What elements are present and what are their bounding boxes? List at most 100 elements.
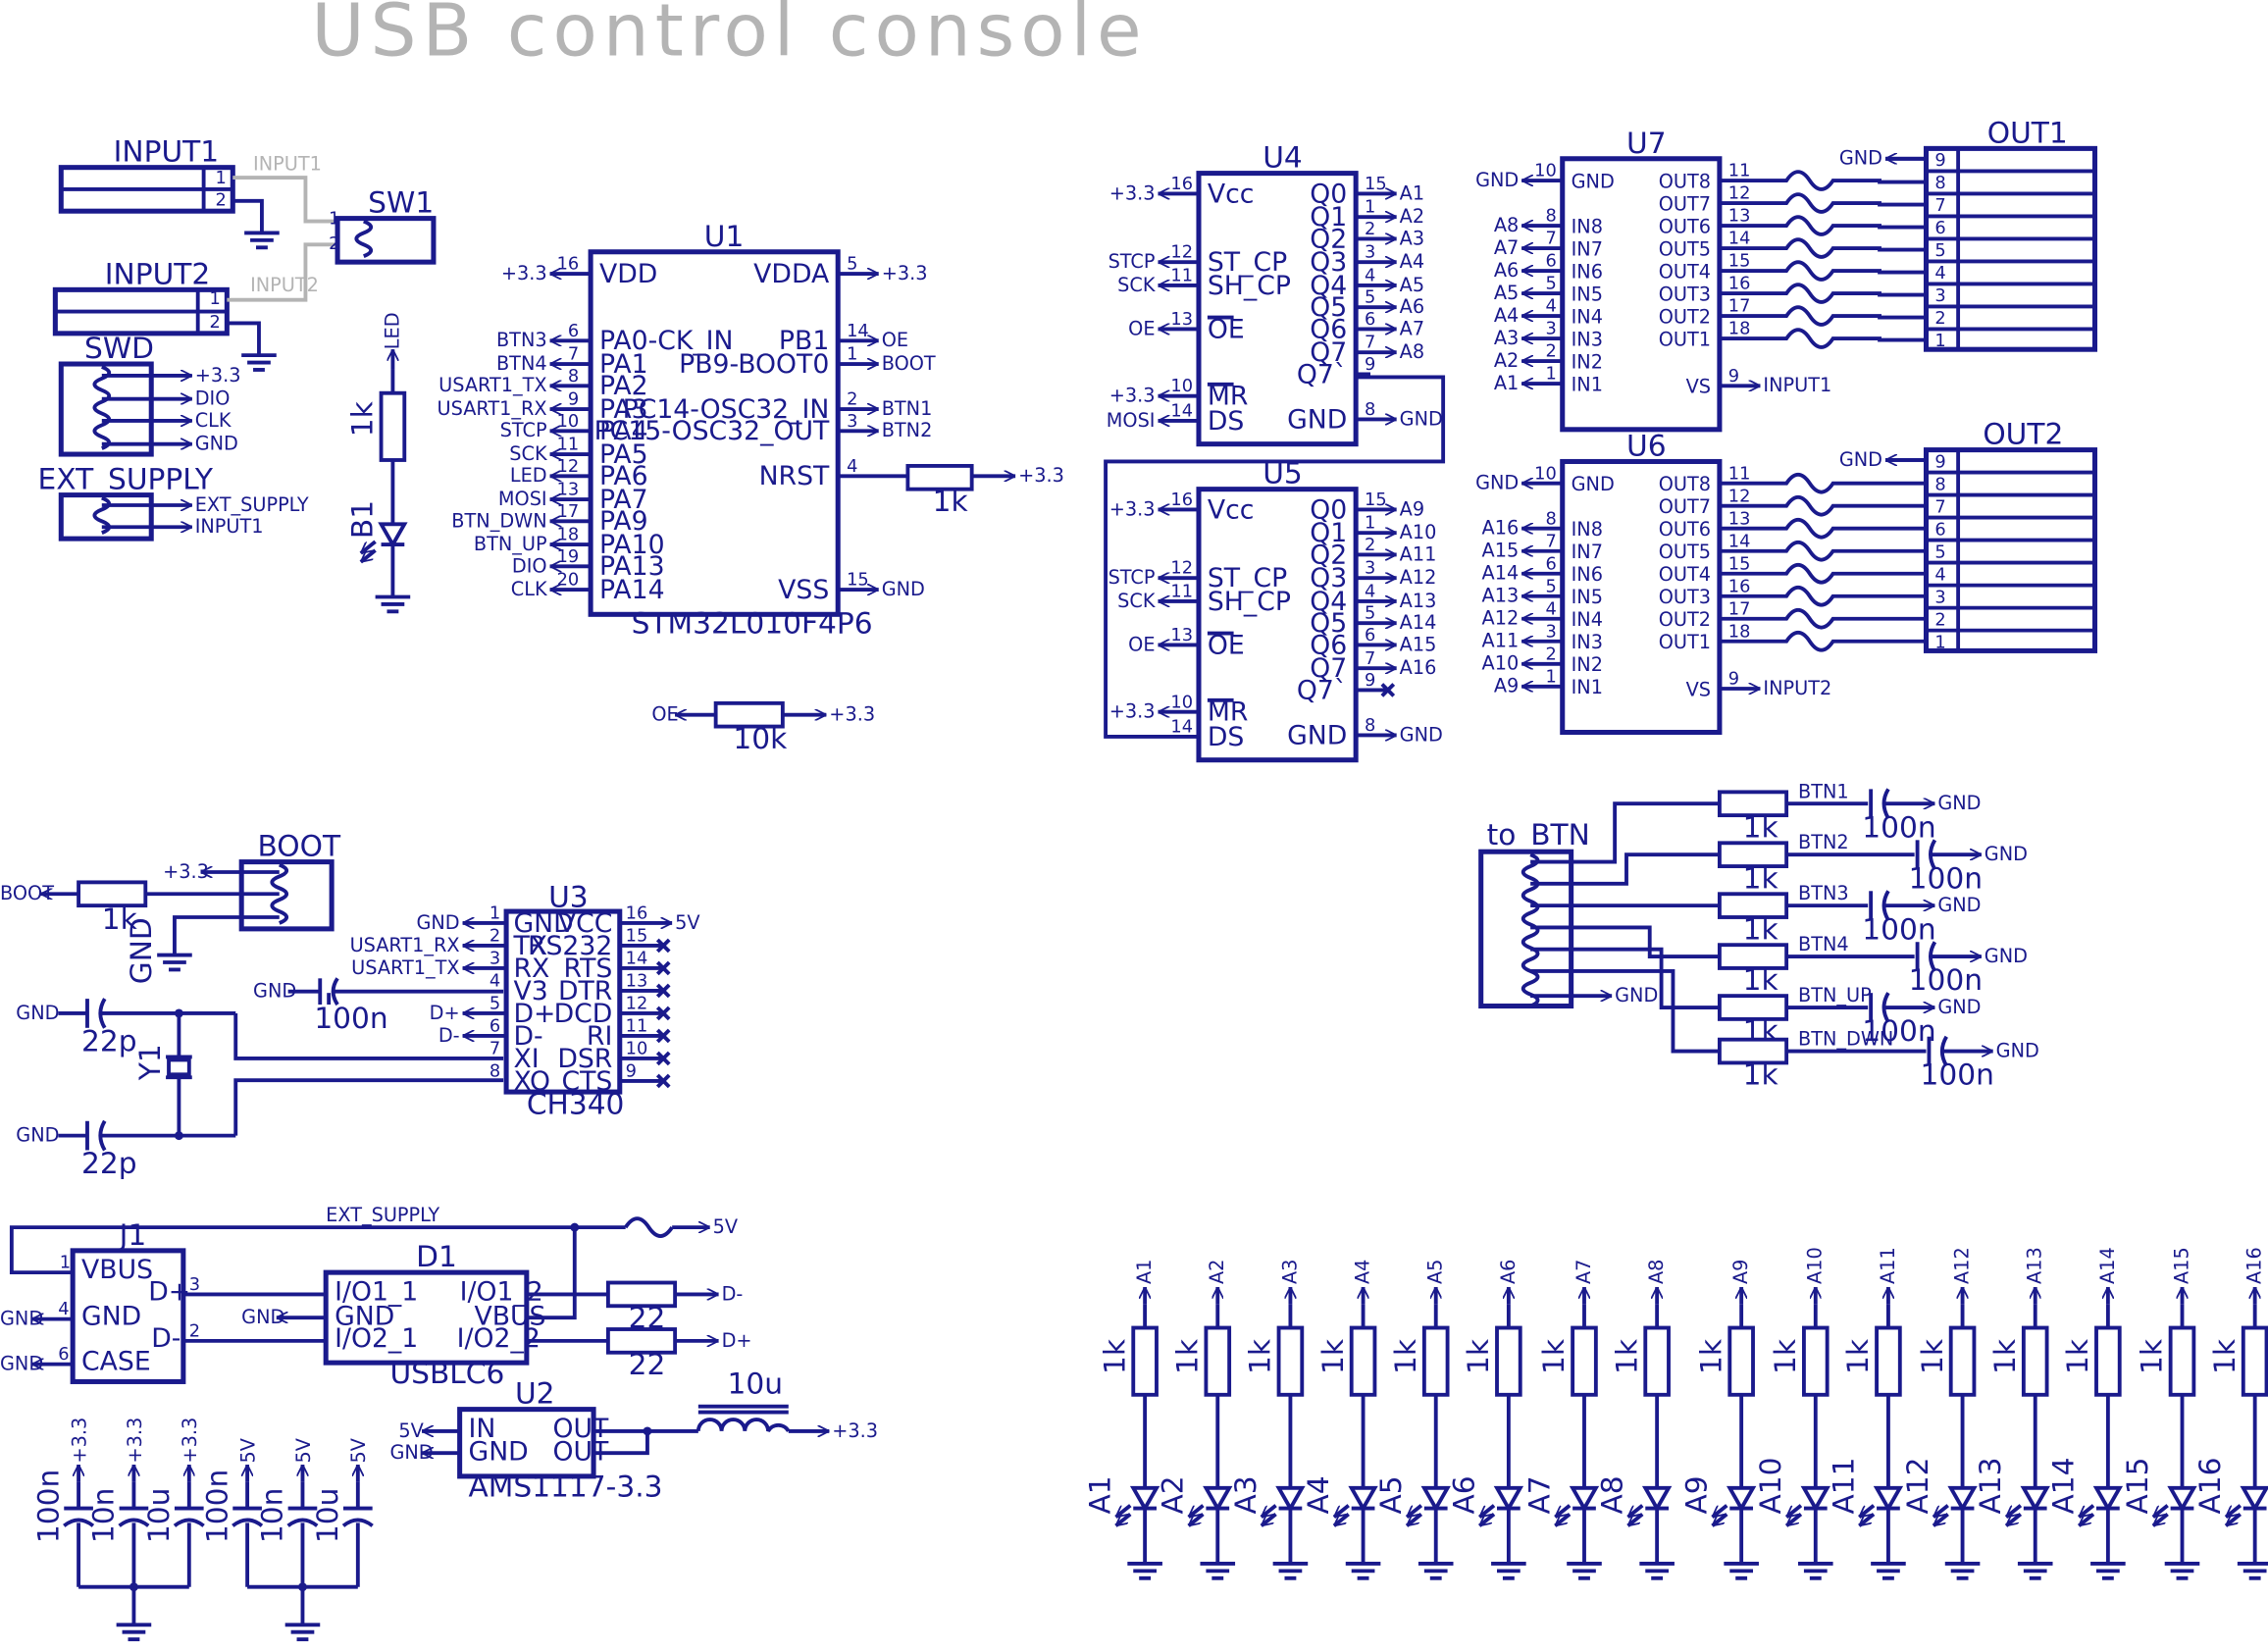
u5-net: A9 (1400, 497, 1424, 520)
svg-text:GND: GND (0, 1353, 43, 1375)
svg-text:OUT: OUT (553, 1414, 610, 1444)
u7-net: A3 (1494, 327, 1519, 349)
svg-text:22: 22 (629, 1347, 666, 1381)
u3-pin-name: XI (513, 1044, 539, 1074)
u4-pin-num: 7 (1365, 333, 1375, 353)
wire (1407, 1512, 1423, 1527)
boot-jumper: BOOT +3.3 BOOT 1k GND (0, 829, 341, 985)
u1-pin-num: 13 (557, 480, 580, 500)
u6-pin-num: 14 (1728, 531, 1751, 551)
u5-net: GND (1400, 723, 1443, 746)
led-diode (1873, 1485, 1904, 1513)
svg-text:IN: IN (469, 1414, 496, 1444)
u7-pin-num: 14 (1728, 229, 1751, 249)
u7-pin-num: 17 (1728, 296, 1751, 317)
u5-pin-num: 16 (1170, 490, 1193, 510)
u6-net: A14 (1482, 562, 1520, 585)
led-res-val: 1k (1536, 1338, 1571, 1374)
led-diode (2240, 1485, 2268, 1513)
u1-net: DIO (512, 554, 547, 577)
svg-text:AMS1117-3.3: AMS1117-3.3 (469, 1470, 663, 1504)
u1-net: +3.3 (882, 262, 928, 284)
out1-pin-num: 9 (1934, 150, 1945, 171)
u5-pin-name: MR (1208, 697, 1249, 728)
led-ref: A8 (1595, 1475, 1629, 1514)
svg-text:4: 4 (58, 1299, 69, 1319)
led-res-val: 1k (1768, 1338, 1802, 1374)
u7-pin-name: OUT7 (1659, 192, 1711, 215)
input1-ref: INPUT1 (114, 134, 219, 169)
u1-pin-name: PA13 (599, 551, 665, 582)
u4-pin-num: 10 (1170, 376, 1193, 396)
u3-usb-uart: U3 CH340 (503, 880, 624, 1120)
u7-pin-name: OUT4 (1659, 260, 1711, 283)
wire (655, 938, 671, 954)
btn-net: BTN_UP (1798, 984, 1872, 1006)
u1-pin-name: PA2 (599, 371, 648, 401)
u1-pin-num: 4 (847, 456, 857, 477)
u4-pin-name: Vcc (1208, 179, 1255, 209)
led-resistor (1727, 1325, 1755, 1397)
u3-pin-num: 5 (490, 993, 500, 1013)
svg-text:2: 2 (210, 312, 221, 333)
u6-pin-num: 9 (1728, 669, 1739, 690)
decap1-cap-val: 10n (86, 1488, 121, 1544)
u7-net: A1 (1494, 372, 1519, 394)
led-resistor (2241, 1325, 2268, 1397)
svg-text:STM32L010F4P6: STM32L010F4P6 (632, 606, 873, 641)
u1-pin-name: PA9 (599, 506, 648, 537)
u7-pin-name: OUT6 (1659, 215, 1711, 237)
u1-pin-num: 19 (557, 546, 580, 567)
u1-net: SCK (509, 442, 548, 465)
u6-pin-name: VS (1686, 678, 1711, 700)
u5-net: A13 (1400, 590, 1437, 612)
led-resistor (1948, 1325, 1977, 1397)
decap1-net: +3.3 (179, 1418, 201, 1464)
u3-pin-num: 14 (626, 948, 648, 968)
out1-pin-num: 2 (1934, 308, 1945, 329)
out-wire (1719, 215, 1927, 236)
svg-text:1: 1 (60, 1253, 71, 1273)
u4-pin-num: 3 (1365, 242, 1375, 263)
u4-pin-num: 5 (1365, 287, 1375, 308)
u1-net: BTN3 (496, 329, 547, 351)
u1-pin-num: 9 (568, 389, 579, 410)
u1-net: +3.3 (1018, 464, 1064, 487)
out-wire (1719, 517, 1927, 540)
btn-gnd: GND (1984, 843, 2028, 865)
u5-pin-name: Q5 (1310, 608, 1347, 639)
u5-net: OE (1128, 633, 1155, 655)
btn-cap-val: 100n (1909, 860, 1983, 895)
svg-text:EXT_SUPPLY: EXT_SUPPLY (38, 462, 214, 496)
u5-pin-num: 15 (1365, 490, 1387, 510)
u7-pin-num: 15 (1728, 251, 1751, 272)
usb-section: J1 VBUS GND CASE D+ D- 1 4 6 3 2 GND GND… (0, 1204, 752, 1390)
svg-text:USBLC6: USBLC6 (389, 1356, 504, 1390)
u6-pin-name: OUT1 (1659, 631, 1711, 653)
btn-wire (1530, 852, 1720, 886)
u7-pin-num: 8 (1545, 206, 1556, 227)
u5-net: +3.3 (1109, 700, 1156, 723)
led-res-val: 1k (1693, 1338, 1727, 1374)
u4-pin-name: SH_CP (1208, 271, 1291, 301)
out-wire (1719, 170, 1927, 191)
led-res-val: 1k (2207, 1338, 2242, 1374)
btn-net: BTN3 (1798, 882, 1849, 904)
wire (655, 1073, 671, 1089)
led-ref: A13 (1973, 1457, 2007, 1514)
wire (2079, 1512, 2095, 1527)
led-net-top: A12 (1951, 1247, 1974, 1284)
u5-pin-num: 6 (1365, 625, 1375, 645)
u1-pin-name: PB9-BOOT0 (679, 349, 829, 380)
led-resistor (1276, 1325, 1305, 1397)
led-diode (1348, 1485, 1378, 1513)
u3-pin-num: 9 (626, 1061, 637, 1082)
led-diode (1569, 1485, 1600, 1513)
led-diode (2020, 1485, 2050, 1513)
wire (1712, 1512, 1728, 1527)
